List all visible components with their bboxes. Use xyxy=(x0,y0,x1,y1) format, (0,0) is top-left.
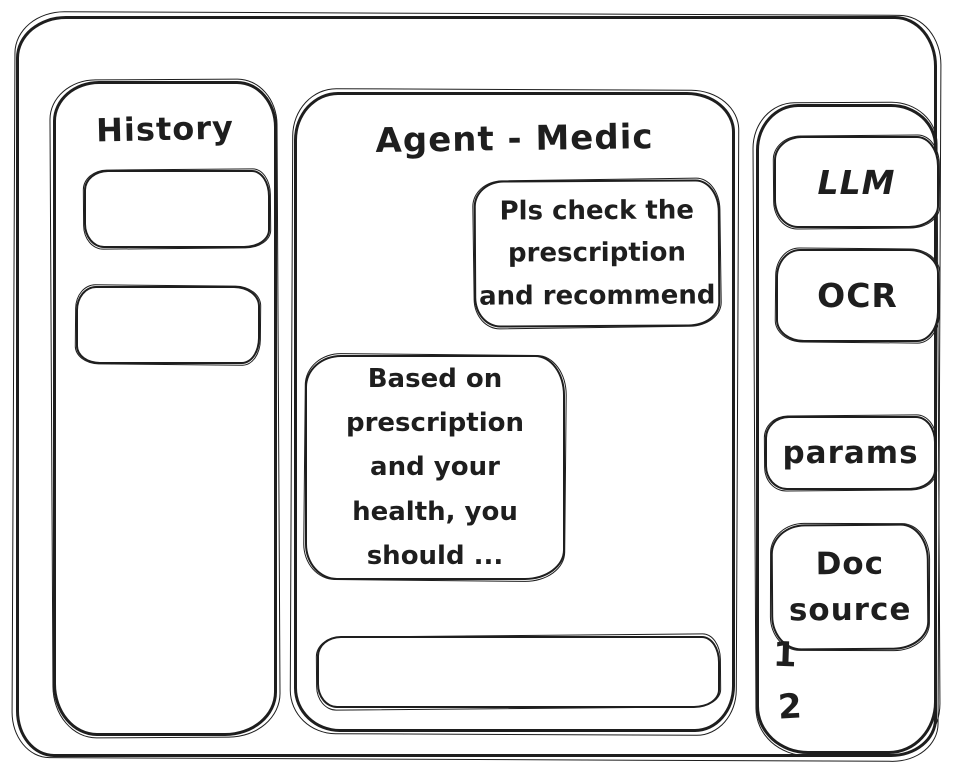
chat-panel: Agent - Medic Pls check the prescription… xyxy=(294,92,735,732)
chat-title: Agent - Medic xyxy=(375,117,654,161)
history-item-2[interactable] xyxy=(76,286,260,364)
history-sidebar: History xyxy=(53,81,277,736)
llm-button[interactable]: LLM xyxy=(774,136,939,228)
chat-message-input[interactable] xyxy=(317,636,720,708)
agent-message-bubble: Based on prescription and your health, y… xyxy=(305,355,565,580)
user-message-bubble: Pls check the prescription and recommend xyxy=(473,179,721,328)
doc-source-item-1: 1 xyxy=(772,634,798,676)
doc-source-button[interactable]: Doc source xyxy=(770,523,930,651)
doc-source-item-2: 2 xyxy=(776,686,803,728)
params-button[interactable]: params xyxy=(765,416,936,490)
ocr-button[interactable]: OCR xyxy=(776,249,939,342)
app-window-frame: History Agent - Medic Pls check the pres… xyxy=(16,16,939,757)
tools-sidebar: LLM OCR params Doc source 1 2 xyxy=(756,104,939,754)
history-item-1[interactable] xyxy=(84,170,270,248)
history-title: History xyxy=(95,108,235,150)
